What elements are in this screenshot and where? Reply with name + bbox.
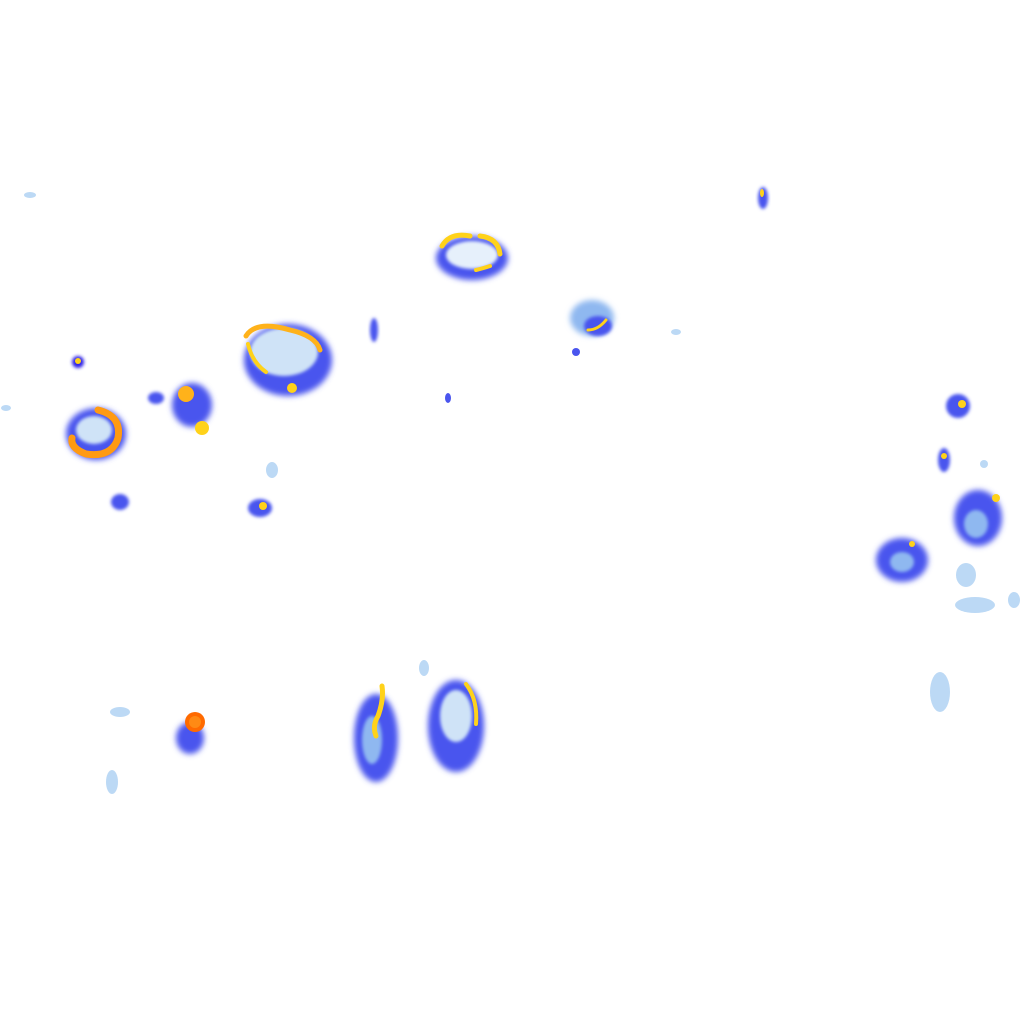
heat-spot-top-right-core: [760, 189, 764, 197]
heat-blob-right-top: [938, 394, 970, 472]
heat-blob-top-center: [436, 232, 508, 280]
heat-blob-bottom-center-left: [354, 683, 398, 782]
heat-blob-right-lower: [876, 538, 928, 582]
heat-spot-center-left-lower: [248, 499, 272, 517]
heat-blob-upper-left-large: [243, 323, 332, 396]
heat-spot-center-1: [370, 318, 378, 342]
heat-blob-center-right: [570, 300, 614, 356]
heat-spot-center-2: [445, 393, 451, 403]
heat-faint-scatter: [1, 192, 1020, 794]
heat-blob-bottom-center-right: [428, 680, 484, 772]
heat-blob-left-mid: [148, 383, 212, 435]
heat-blob-bottom-left: [176, 712, 205, 754]
heat-spot-left-small: [72, 356, 84, 368]
heat-spot-left-lower: [111, 494, 129, 510]
heat-blob-left-ring: [66, 406, 126, 460]
heat-blob-right-mid: [954, 490, 1002, 546]
